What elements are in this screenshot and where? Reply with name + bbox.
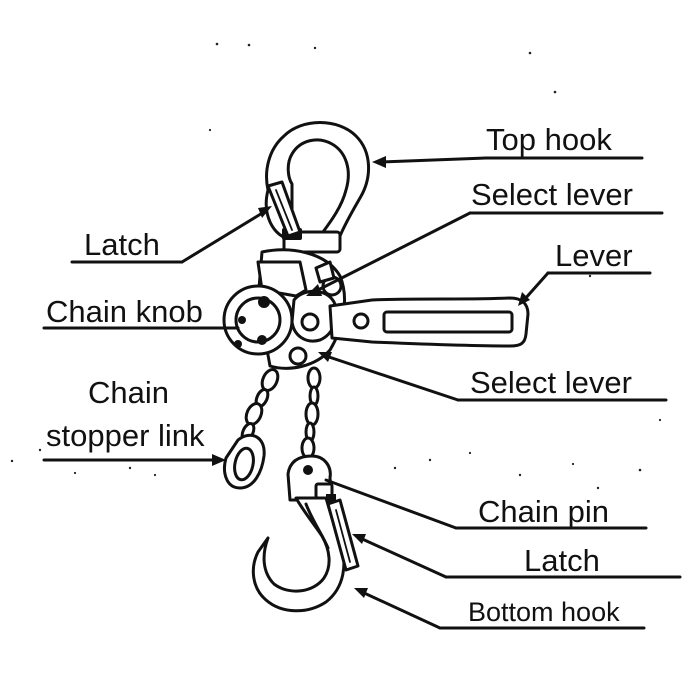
chain-right [300, 366, 322, 460]
bottom-hook-block [286, 454, 336, 506]
scan-noise [10, 42, 662, 490]
label-latch-bottom: Latch [524, 543, 600, 578]
chain-left [240, 368, 280, 442]
label-lever: Lever [555, 238, 633, 273]
label-select-lever-bottom: Select lever [470, 365, 632, 400]
chain-knob [222, 284, 294, 356]
top-latch [266, 180, 302, 238]
leader-lines [42, 156, 682, 630]
lever-arm [328, 296, 530, 348]
label-latch-top: Latch [84, 227, 160, 262]
label-chain-knob: Chain knob [46, 294, 203, 329]
label-bottom-hook: Bottom hook [468, 597, 620, 627]
label-chain-pin: Chain pin [478, 494, 609, 529]
label-chain-stopper-line2: stopper link [46, 418, 205, 453]
label-select-lever-top: Select lever [471, 177, 633, 212]
chain-stopper-link [223, 433, 266, 490]
bottom-latch [326, 498, 360, 572]
label-top-hook: Top hook [486, 122, 612, 157]
label-chain-stopper-line1: Chain [88, 375, 169, 410]
